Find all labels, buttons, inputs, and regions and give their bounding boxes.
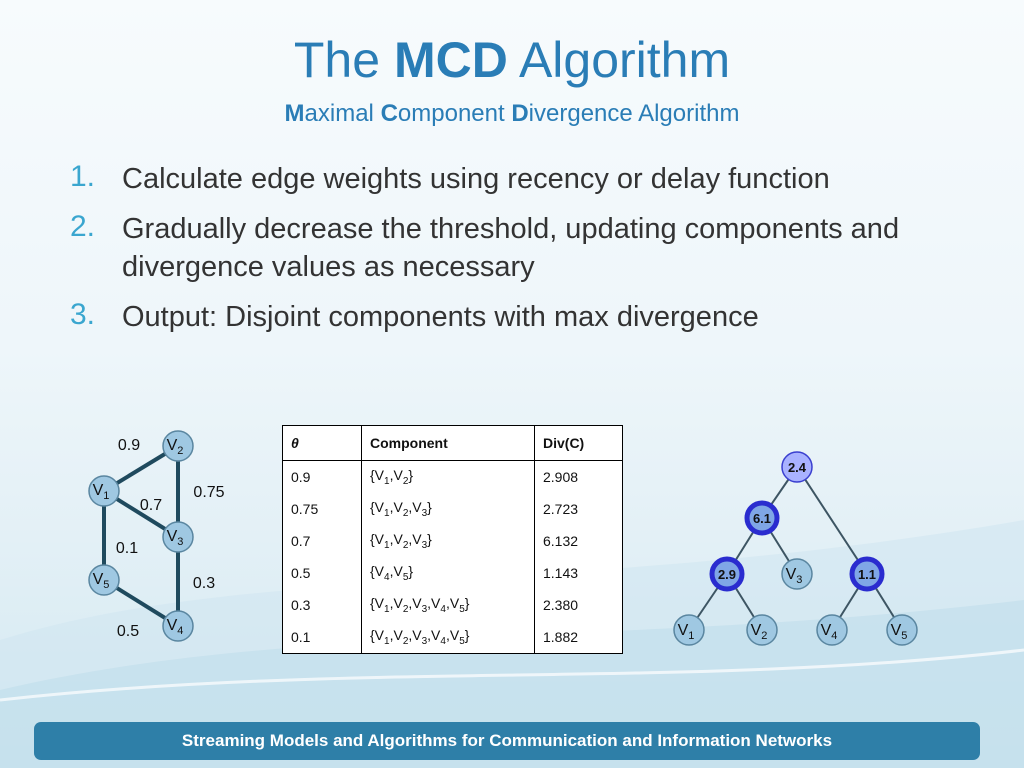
step-3: 3. Output: Disjoint components with max … xyxy=(70,298,990,336)
tree-node-t2: V2 xyxy=(746,614,778,646)
subtitle-word-3: ivergence Algorithm xyxy=(528,100,740,127)
cell-theta: 0.75 xyxy=(282,493,362,525)
weighted-graph: 0.9 0.75 0.7 0.1 0.3 0.5 V1 V2 V3 V4 V5 xyxy=(88,430,225,642)
cell-theta: 0.7 xyxy=(282,525,362,557)
cell-div: 2.380 xyxy=(534,589,623,621)
tree-node-t3: V3 xyxy=(781,558,813,590)
edge-weight: 0.3 xyxy=(193,575,215,592)
svg-text:V4: V4 xyxy=(167,617,184,637)
svg-text:6.1: 6.1 xyxy=(753,511,771,526)
tree-node-root: 2.4 xyxy=(781,451,813,483)
header-theta: θ xyxy=(282,425,362,461)
cell-theta: 0.5 xyxy=(282,557,362,589)
table-row: 0.5{V4,V5}1.143 xyxy=(282,557,623,589)
cell-theta: 0.9 xyxy=(282,460,362,493)
step-number: 1. xyxy=(70,160,96,193)
step-1: 1. Calculate edge weights using recency … xyxy=(70,160,990,198)
graph-node-v4: V4 xyxy=(162,610,194,642)
tree-edge-root-n11 xyxy=(796,466,868,575)
subtitle-initial-d: D xyxy=(511,100,529,127)
graph-node-v2: V2 xyxy=(162,430,194,462)
svg-text:2.9: 2.9 xyxy=(718,567,736,582)
cell-component: {V1,V2,V3,V4,V5} xyxy=(361,621,535,654)
tree-node-t4: V4 xyxy=(816,614,848,646)
cell-div: 1.143 xyxy=(534,557,623,589)
cell-theta: 0.1 xyxy=(282,621,362,654)
step-text: Calculate edge weights using recency or … xyxy=(122,163,830,195)
svg-text:V1: V1 xyxy=(93,482,110,502)
subtitle-word-2: omponent xyxy=(397,100,505,127)
cell-theta: 0.3 xyxy=(282,589,362,621)
tree-node-t5: V5 xyxy=(886,614,918,646)
edge-weight: 0.1 xyxy=(116,540,138,557)
svg-text:V2: V2 xyxy=(167,437,184,457)
cell-component: {V1,V2,V3,V4,V5} xyxy=(361,589,535,621)
edge-weight: 0.7 xyxy=(140,497,162,514)
subtitle-initial-c: C xyxy=(380,100,398,127)
cell-component: {V1,V2} xyxy=(361,460,535,493)
cell-div: 2.908 xyxy=(534,460,623,493)
subtitle-initial-m: M xyxy=(284,100,305,127)
header-component: Component xyxy=(361,425,535,461)
svg-text:1.1: 1.1 xyxy=(858,567,876,582)
graph-node-v5: V5 xyxy=(88,564,120,596)
svg-text:V3: V3 xyxy=(167,528,184,548)
tree-edges xyxy=(688,466,903,631)
cell-div: 1.882 xyxy=(534,621,623,654)
svg-text:V4: V4 xyxy=(821,622,838,642)
edge-weight: 0.5 xyxy=(117,623,139,640)
graph-node-v1: V1 xyxy=(88,475,120,507)
svg-text:V5: V5 xyxy=(891,622,908,642)
table-row: 0.1{V1,V2,V3,V4,V5}1.882 xyxy=(282,621,623,654)
edge-weight: 0.9 xyxy=(118,437,140,454)
edge-weight: 0.75 xyxy=(193,484,224,501)
svg-text:V2: V2 xyxy=(751,622,768,642)
algorithm-steps: 1. Calculate edge weights using recency … xyxy=(70,160,990,348)
table-row: 0.75{V1,V2,V3}2.723 xyxy=(282,493,623,525)
cell-div: 2.723 xyxy=(534,493,623,525)
step-number: 2. xyxy=(70,210,96,243)
slide-title: The MCD Algorithm xyxy=(0,34,1024,87)
svg-text:2.4: 2.4 xyxy=(788,460,807,475)
table-header-row: θ Component Div(C) xyxy=(282,425,623,461)
tree-node-n61: 6.1 xyxy=(744,500,780,536)
cell-component: {V1,V2,V3} xyxy=(361,493,535,525)
tree-node-n11: 1.1 xyxy=(849,556,885,592)
footer-banner: Streaming Models and Algorithms for Comm… xyxy=(34,722,980,760)
title-bold: MCD xyxy=(393,32,508,88)
cell-component: {V4,V5} xyxy=(361,557,535,589)
table-row: 0.9{V1,V2}2.908 xyxy=(282,460,623,493)
table-row: 0.3{V1,V2,V3,V4,V5}2.380 xyxy=(282,589,623,621)
title-suffix: Algorithm xyxy=(518,32,731,88)
step-text: Output: Disjoint components with max div… xyxy=(122,301,759,333)
title-prefix: The xyxy=(293,32,381,88)
graph-node-v3: V3 xyxy=(162,521,194,553)
svg-text:V1: V1 xyxy=(678,622,695,642)
cell-div: 6.132 xyxy=(534,525,623,557)
svg-text:V5: V5 xyxy=(93,571,110,591)
cell-component: {V1,V2,V3} xyxy=(361,525,535,557)
svg-text:V3: V3 xyxy=(786,566,803,586)
step-2: 2. Gradually decrease the threshold, upd… xyxy=(70,210,990,286)
header-div: Div(C) xyxy=(534,425,623,461)
slide-subtitle: Maximal Component Divergence Algorithm xyxy=(0,100,1024,128)
table-row: 0.7{V1,V2,V3}6.132 xyxy=(282,525,623,557)
tree-node-n29: 2.9 xyxy=(709,556,745,592)
subtitle-word-1: aximal xyxy=(304,100,374,127)
step-text: Gradually decrease the threshold, updati… xyxy=(122,213,900,283)
step-number: 3. xyxy=(70,298,96,331)
tree-node-t1: V1 xyxy=(673,614,705,646)
